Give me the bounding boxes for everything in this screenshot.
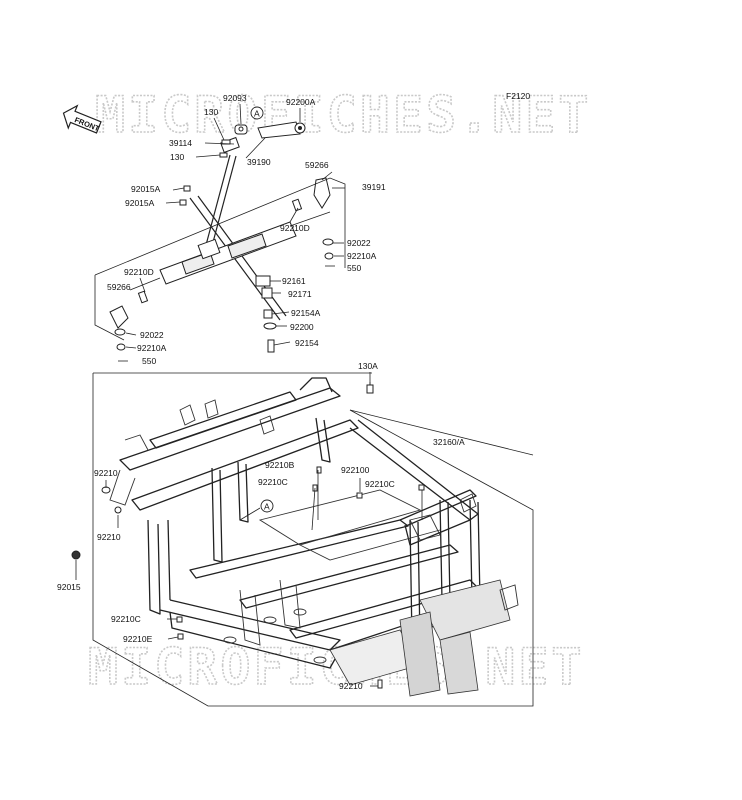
tie-rod-end-left-part bbox=[109, 305, 129, 362]
label-92210A-left: 92210A bbox=[137, 343, 167, 353]
label-130-top: 130 bbox=[204, 107, 218, 117]
label-92161: 92161 bbox=[282, 276, 306, 286]
label-92154: 92154 bbox=[295, 338, 319, 348]
leader-lines-frame bbox=[75, 372, 534, 687]
rack-group-outline bbox=[94, 177, 346, 276]
tie-rod-end-right-part bbox=[313, 177, 335, 267]
svg-text:A: A bbox=[264, 502, 270, 512]
label-92210D-left: 92210D bbox=[124, 267, 154, 277]
label-39191: 39191 bbox=[362, 182, 386, 192]
label-92022-left: 92022 bbox=[140, 330, 164, 340]
watermark-bottom: MICROFICHES.NET bbox=[88, 638, 585, 696]
label-92210A-right: 92210A bbox=[347, 251, 377, 261]
label-922100: 922100 bbox=[341, 465, 370, 475]
label-92093: 92093 bbox=[223, 93, 247, 103]
label-92210-left-mid: 92210 bbox=[97, 532, 121, 542]
part-labels: 92093 92200A 130 39114 130 39190 59266 3… bbox=[57, 93, 465, 691]
label-92015A-2: 92015A bbox=[125, 198, 155, 208]
label-92210C-bottom: 92210C bbox=[111, 614, 141, 624]
label-130: 130 bbox=[170, 152, 184, 162]
label-92210C-center: 92210C bbox=[258, 477, 288, 487]
figure-code: F2120 bbox=[506, 91, 530, 101]
label-59266-right: 59266 bbox=[305, 160, 329, 170]
steering-rack-part bbox=[129, 198, 331, 304]
frame-group-outline bbox=[92, 373, 534, 707]
ref-marker-a-frame: A bbox=[239, 499, 274, 521]
label-92171: 92171 bbox=[288, 289, 312, 299]
label-92015: 92015 bbox=[57, 582, 81, 592]
label-92015A-1: 92015A bbox=[131, 184, 161, 194]
label-92210C-right: 92210C bbox=[365, 479, 395, 489]
label-92210-bottom: 92210 bbox=[339, 681, 363, 691]
label-550-right: 550 bbox=[347, 263, 361, 273]
rack-group-outline-left bbox=[94, 275, 125, 341]
leader-lines-upper bbox=[125, 103, 345, 349]
svg-text:A: A bbox=[254, 109, 260, 119]
label-130A: 130A bbox=[358, 361, 378, 371]
label-550-left: 550 bbox=[142, 356, 156, 366]
label-92200A: 92200A bbox=[286, 97, 316, 107]
label-92154A: 92154A bbox=[291, 308, 321, 318]
vehicle-frame-part bbox=[109, 377, 519, 697]
label-32160A: 32160/A bbox=[433, 437, 465, 447]
label-92210E: 92210E bbox=[123, 634, 153, 644]
label-59266-left: 59266 bbox=[107, 282, 131, 292]
ref-marker-a-top: A bbox=[250, 106, 264, 120]
label-92210-left-top: 92210 bbox=[94, 468, 118, 478]
label-92022-right: 92022 bbox=[347, 238, 371, 248]
label-92210D-right: 92210D bbox=[280, 223, 310, 233]
watermark-top: MICROFICHES.NET bbox=[95, 86, 592, 144]
label-92200: 92200 bbox=[290, 322, 314, 332]
steering-joint-part bbox=[219, 121, 306, 158]
label-39190: 39190 bbox=[247, 157, 271, 167]
label-92210B: 92210B bbox=[265, 460, 295, 470]
frame-hardware-parts bbox=[71, 384, 425, 689]
label-39114: 39114 bbox=[169, 138, 192, 148]
